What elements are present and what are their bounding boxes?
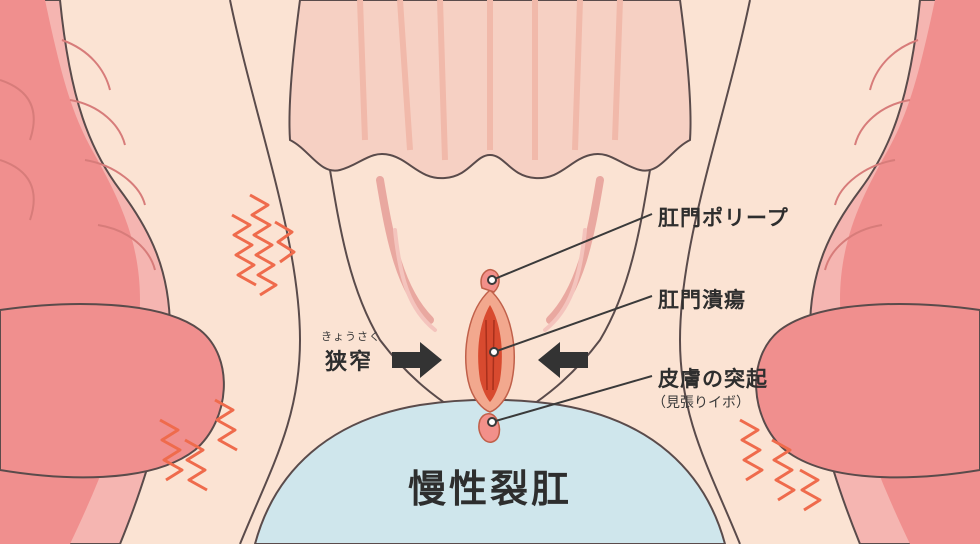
arrow-left-icon: [538, 342, 588, 378]
leader-dots: [487, 275, 499, 427]
skin-tag-note: （見張りイボ）: [652, 395, 750, 411]
left-buttock-outline: [229, 0, 302, 544]
polyp-label: 肛門ポリープ: [658, 206, 789, 230]
stenosis-reading: きょうさく: [321, 330, 381, 343]
left-colon: [0, 0, 225, 544]
right-colon: [755, 0, 980, 544]
skin-tag-label: 皮膚の突起: [658, 367, 768, 391]
stenosis-label: 狭窄: [325, 350, 374, 375]
diagram-title: 慢性裂肛: [408, 467, 573, 511]
arrow-right-icon: [392, 342, 442, 378]
right-buttock-outline: [678, 0, 751, 544]
rectal-canal: [288, 0, 692, 411]
ulcer-label: 肛門潰瘍: [658, 288, 746, 312]
leader-lines: [491, 213, 653, 423]
pain-zigzag-icon: [159, 193, 822, 512]
